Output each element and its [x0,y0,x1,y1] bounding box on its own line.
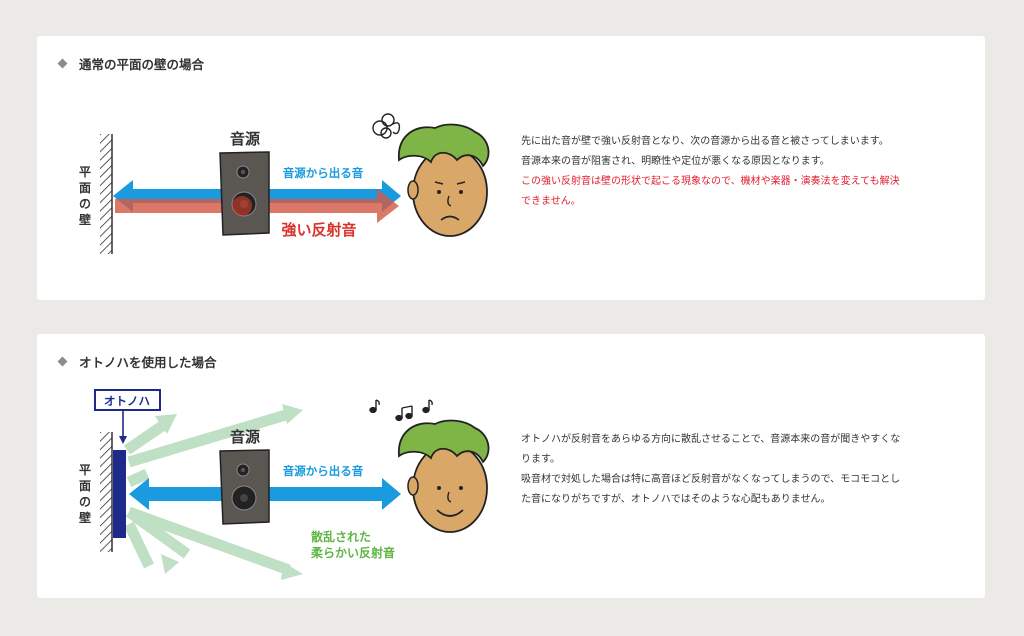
svg-text:オトノハ: オトノハ [104,394,150,408]
svg-text:壁: 壁 [79,510,91,525]
otonoha-callout: オトノハ [94,389,161,444]
flat-wall [100,134,113,254]
normal-wall-section: 通常の平面の壁の場合 平 面 の 壁 [37,36,985,300]
svg-text:柔らかい反射音: 柔らかい反射音 [310,545,395,560]
svg-text:平: 平 [79,165,91,179]
svg-text:面: 面 [79,181,91,195]
wall-label: 平 面 の 壁 [79,463,91,525]
speaker-icon [219,449,270,525]
wall-label: 平 面 の 壁 [79,165,91,227]
normal-wall-diagram: 平 面 の 壁 音源 音源から出る音 強い反射音 [79,113,490,254]
scattered-label: 散乱された 柔らかい反射音 [310,529,395,560]
speaker-icon [219,151,270,236]
flat-wall [100,432,113,552]
svg-text:散乱された: 散乱された [311,529,371,544]
svg-text:平: 平 [79,463,91,477]
source-label: 音源 [230,130,260,148]
direct-sound-label: 音源から出る音 [283,464,364,478]
svg-text:面: 面 [79,479,91,493]
otonoha-section: オトノハを使用した場合 平 面 [37,334,985,598]
happy-face-icon [398,419,490,533]
section-title: オトノハを使用した場合 [57,352,217,371]
scattered-reflection-arrows [123,404,303,580]
reflection-label: 強い反射音 [281,221,356,239]
annoyed-face-icon [372,113,490,237]
direct-sound-label: 音源から出る音 [283,166,364,180]
source-label: 音源 [230,428,260,446]
svg-text:壁: 壁 [79,212,91,227]
svg-text:の: の [79,495,91,509]
section-title: 通常の平面の壁の場合 [57,54,204,73]
section-description: 先に出た音が壁で強い反射音となり、次の音源から出る音と被さってしまいます。 音源… [521,136,900,207]
overlap-glow [232,196,252,216]
music-notes-icon [369,399,433,422]
otonoha-diagram: 平 面 の 壁 オトノハ 音源 音源から出る音 散乱された 柔らかい [79,389,490,580]
otonoha-panel [113,450,126,538]
section-description: オトノハが反射音をあらゆる方向に散乱させることで、音源本来の音が聞きやすくな り… [521,434,901,505]
svg-text:の: の [79,197,91,211]
